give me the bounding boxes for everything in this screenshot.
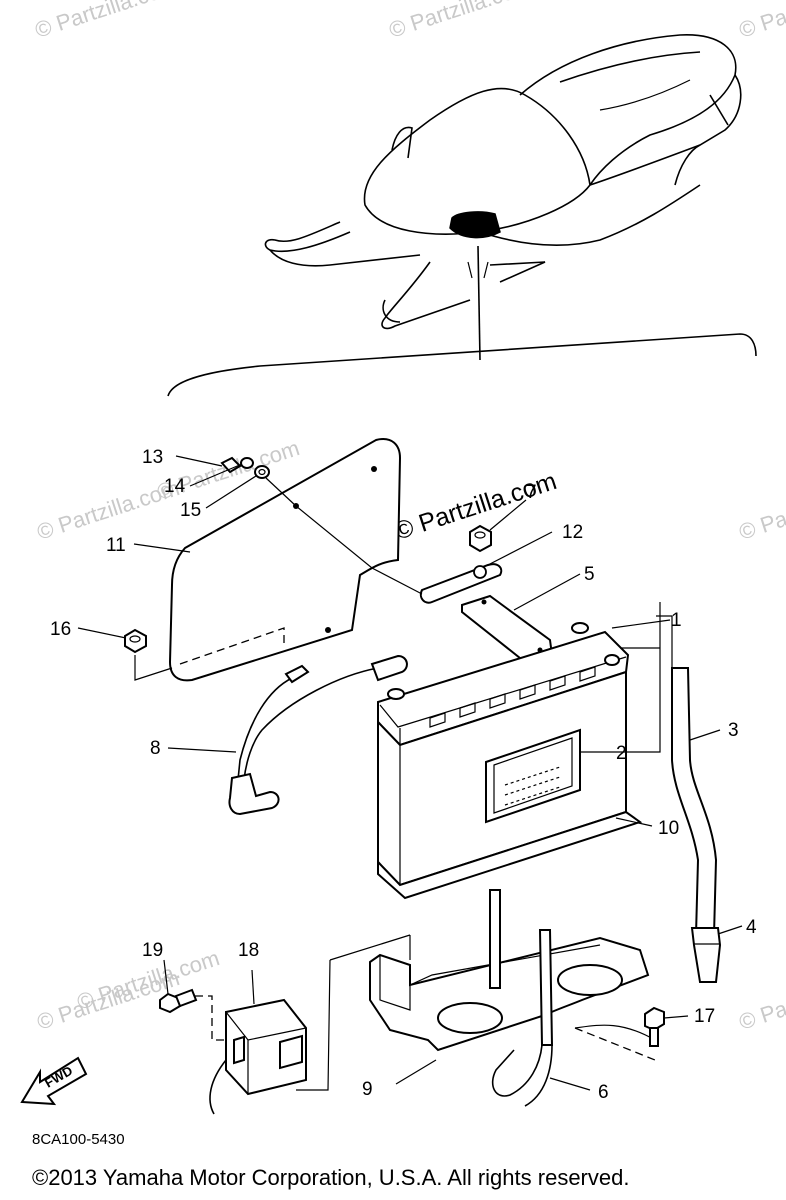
- bolt-17: [644, 1006, 665, 1047]
- callout-12: 12: [562, 522, 583, 543]
- callout-18: 18: [238, 940, 259, 961]
- battery: [377, 622, 643, 900]
- detail-bracket: [167, 333, 757, 397]
- callout-3: 3: [728, 720, 739, 741]
- callout-11: 11: [106, 535, 126, 556]
- callout-4: 4: [746, 917, 757, 938]
- watermark: © Partzilla.com: [736, 475, 786, 545]
- band-12: [295, 505, 503, 604]
- callout-7: 7: [526, 482, 537, 503]
- part-code: 8CA100-5430: [32, 1131, 125, 1148]
- callout-2: 2: [616, 743, 627, 764]
- fwd-arrow: FWD: [20, 1056, 88, 1106]
- watermark: © Partzilla.com: [32, 0, 181, 43]
- snowmobile-illustration: [264, 34, 742, 361]
- watermark: © Partzilla.com: [736, 965, 786, 1035]
- callout-17: 17: [694, 1006, 715, 1027]
- watermark: © Partzilla.com: [386, 0, 535, 43]
- battery-cover: [168, 438, 402, 682]
- watermark: © Partzilla.com: [736, 0, 786, 43]
- callout-16: 16: [50, 619, 71, 640]
- battery-box-9: [296, 889, 656, 1107]
- callout-labels: 1 2 3 4 5 6 7 8 9 10 11 12 13 14 15 16 1…: [50, 447, 757, 1103]
- breather-pipe: [612, 602, 722, 983]
- callout-9: 9: [362, 1079, 373, 1100]
- starter-relay-18: [182, 995, 307, 1115]
- callout-8: 8: [150, 738, 161, 759]
- callout-1: 1: [671, 610, 682, 631]
- nut-16: [124, 628, 173, 681]
- battery-lead-8: [228, 654, 408, 816]
- callout-6: 6: [598, 1082, 609, 1103]
- callout-13: 13: [142, 447, 163, 468]
- callout-5: 5: [584, 564, 595, 585]
- callout-14: 14: [164, 476, 186, 497]
- callout-15: 15: [180, 500, 201, 521]
- bolt-19: [159, 988, 198, 1014]
- cover-fasteners: [220, 456, 297, 507]
- nut-7: [469, 524, 492, 553]
- leader-lines: [77, 455, 743, 1091]
- copyright-notice: ©2013 Yamaha Motor Corporation, U.S.A. A…: [32, 1165, 629, 1190]
- callout-19: 19: [142, 940, 163, 961]
- callout-10: 10: [658, 818, 679, 839]
